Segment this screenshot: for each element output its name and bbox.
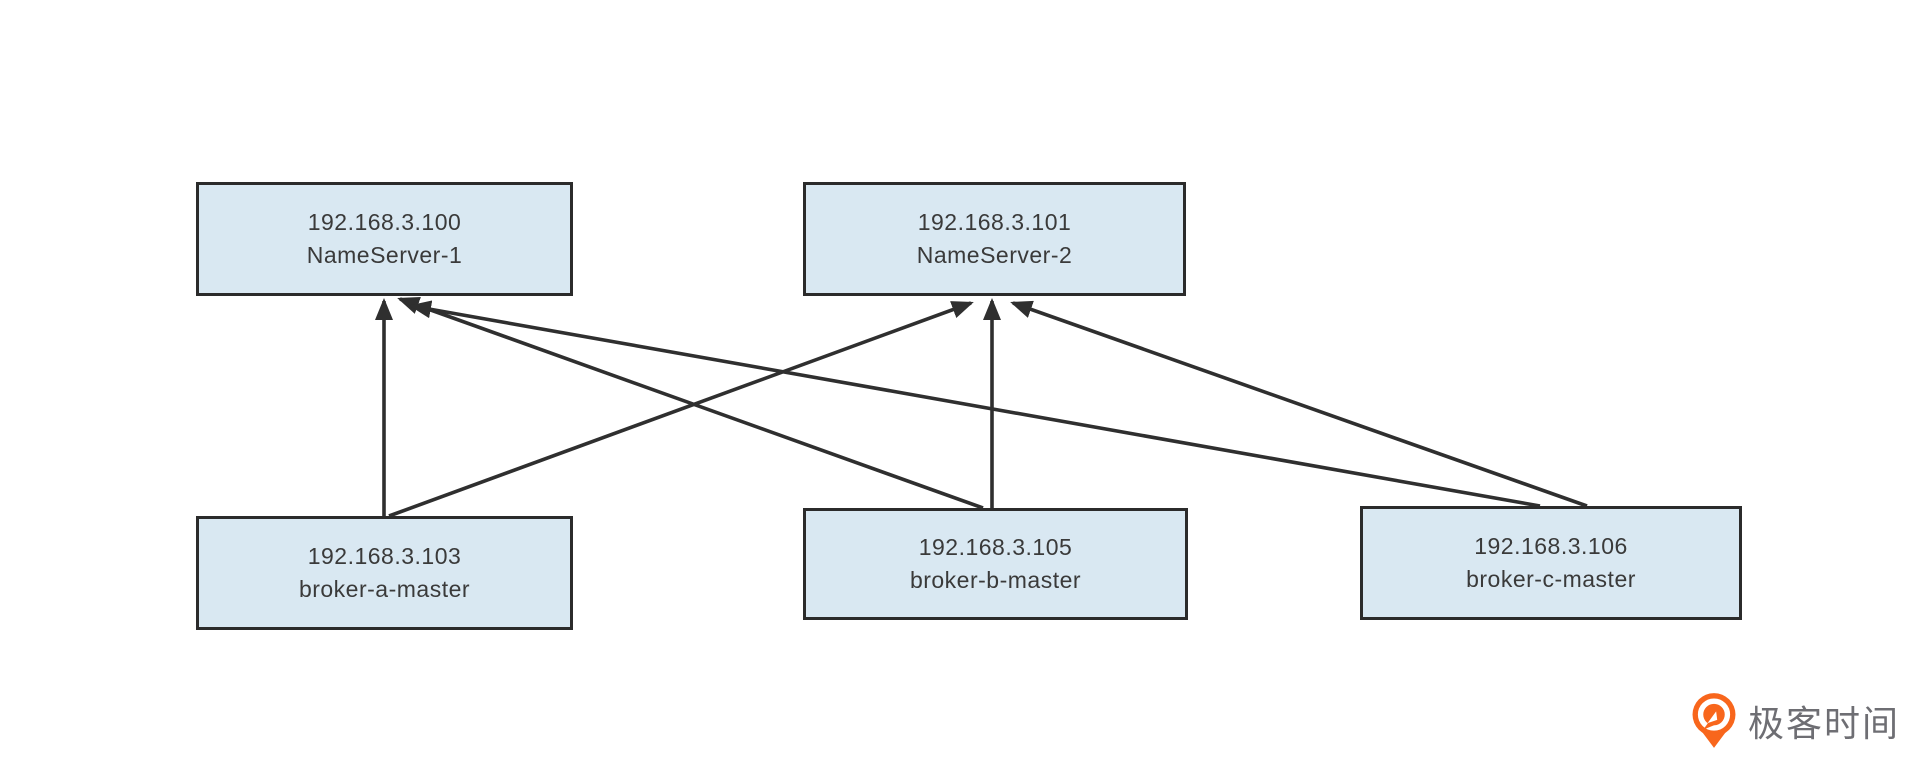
node-broker-c-label: broker-c-master: [1466, 566, 1636, 592]
node-nameserver-2-ip: 192.168.3.101: [917, 209, 1072, 235]
node-broker-a-ip: 192.168.3.103: [307, 543, 462, 569]
edge-broker-c-to-nameserver-2: [1010, 300, 1588, 508]
node-nameserver-2: 192.168.3.101 NameServer-2: [803, 182, 1186, 296]
geektime-logo-icon: [1692, 693, 1736, 748]
node-nameserver-1-label: NameServer-1: [306, 242, 463, 268]
node-broker-b-label: broker-b-master: [909, 567, 1082, 593]
geektime-logo-text: 极客时间: [1748, 703, 1901, 744]
node-broker-a-master: 192.168.3.103 broker-a-master: [196, 516, 573, 630]
node-nameserver-2-label: NameServer-2: [916, 242, 1073, 268]
brand-watermark: 极客时间: [1690, 692, 1900, 750]
node-broker-b-ip: 192.168.3.105: [918, 534, 1073, 560]
edge-broker-b-to-nameserver-1: [397, 296, 984, 510]
node-nameserver-1-ip: 192.168.3.100: [307, 209, 462, 235]
node-nameserver-1: 192.168.3.100 NameServer-1: [196, 182, 573, 296]
node-broker-c-ip: 192.168.3.106: [1474, 533, 1628, 559]
edge-broker-a-to-nameserver-2: [388, 301, 974, 518]
node-broker-b-master: 192.168.3.105 broker-b-master: [803, 508, 1188, 620]
edge-broker-c-to-nameserver-1: [409, 300, 1541, 508]
node-broker-c-master: 192.168.3.106 broker-c-master: [1360, 506, 1742, 620]
node-broker-a-label: broker-a-master: [298, 576, 471, 602]
